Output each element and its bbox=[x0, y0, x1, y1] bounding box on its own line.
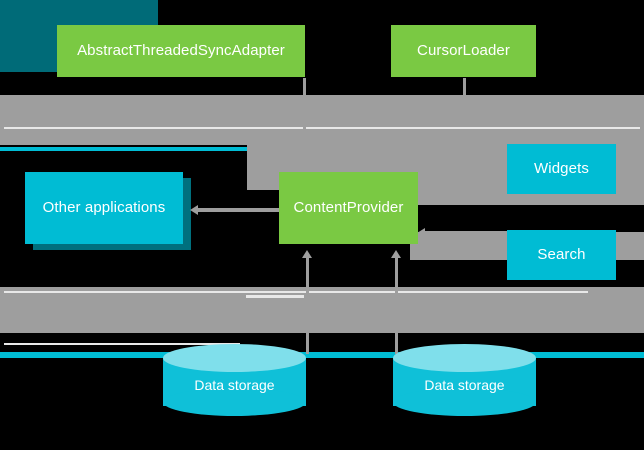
node-other-applications[interactable]: Other applications bbox=[25, 172, 183, 244]
connector-band-lower-highlight-d bbox=[4, 343, 240, 345]
connector-band-lower bbox=[0, 287, 644, 333]
node-content-provider[interactable]: ContentProvider bbox=[279, 172, 418, 244]
edge-storage-right-to-provider-head bbox=[391, 250, 401, 258]
edge-search-to-provider-head bbox=[417, 228, 425, 238]
edge-search-to-provider-shaft bbox=[425, 231, 510, 235]
node-abstract-threaded-sync-adapter[interactable]: AbstractThreadedSyncAdapter bbox=[57, 25, 305, 77]
cylinder-top-ellipse bbox=[393, 344, 536, 372]
node-data-storage-right[interactable]: Data storage bbox=[393, 344, 536, 420]
node-cursor-loader[interactable]: CursorLoader bbox=[391, 25, 536, 77]
connector-band-lower-highlight-a bbox=[4, 291, 584, 293]
node-label-content-provider: ContentProvider bbox=[293, 198, 404, 216]
node-label-cursor-loader: CursorLoader bbox=[417, 41, 510, 59]
edge-cursorloader-to-provider-shaft bbox=[463, 78, 466, 100]
edge-provider-to-otherapps-head bbox=[190, 205, 198, 215]
node-widgets[interactable]: Widgets bbox=[507, 144, 616, 194]
cylinder-bottom bbox=[393, 388, 536, 416]
node-label-widgets: Widgets bbox=[534, 159, 589, 177]
node-label-data-storage-left: Data storage bbox=[194, 377, 275, 393]
edge-storage-right-to-provider-shaft bbox=[395, 254, 398, 354]
connector-band-upper bbox=[0, 95, 644, 133]
node-label-other-applications: Other applications bbox=[42, 198, 166, 216]
edge-provider-to-otherapps-shaft bbox=[198, 208, 288, 212]
node-label-search: Search bbox=[537, 245, 586, 263]
connector-band-upper-highlight bbox=[4, 127, 640, 129]
node-search[interactable]: Search bbox=[507, 230, 616, 280]
connector-band-lower-highlight-b bbox=[246, 295, 304, 298]
edge-widgets-to-provider-head bbox=[417, 193, 425, 203]
node-data-storage-left[interactable]: Data storage bbox=[163, 344, 306, 420]
connector-band-lower-highlight-c bbox=[452, 291, 588, 293]
cylinder-bottom bbox=[163, 388, 306, 416]
node-label-sync-adapter: AbstractThreadedSyncAdapter bbox=[77, 41, 285, 59]
edge-widgets-to-provider-shaft bbox=[425, 196, 510, 200]
edge-storage-left-to-provider-shaft bbox=[306, 254, 309, 354]
node-label-data-storage-right: Data storage bbox=[424, 377, 505, 393]
cylinder-top-ellipse bbox=[163, 344, 306, 372]
edge-syncadapter-to-provider-shaft bbox=[303, 78, 306, 156]
edge-storage-left-to-provider-head bbox=[302, 250, 312, 258]
edge-syncadapter-to-provider-head bbox=[300, 152, 310, 160]
cyan-rule-lower bbox=[0, 352, 644, 358]
